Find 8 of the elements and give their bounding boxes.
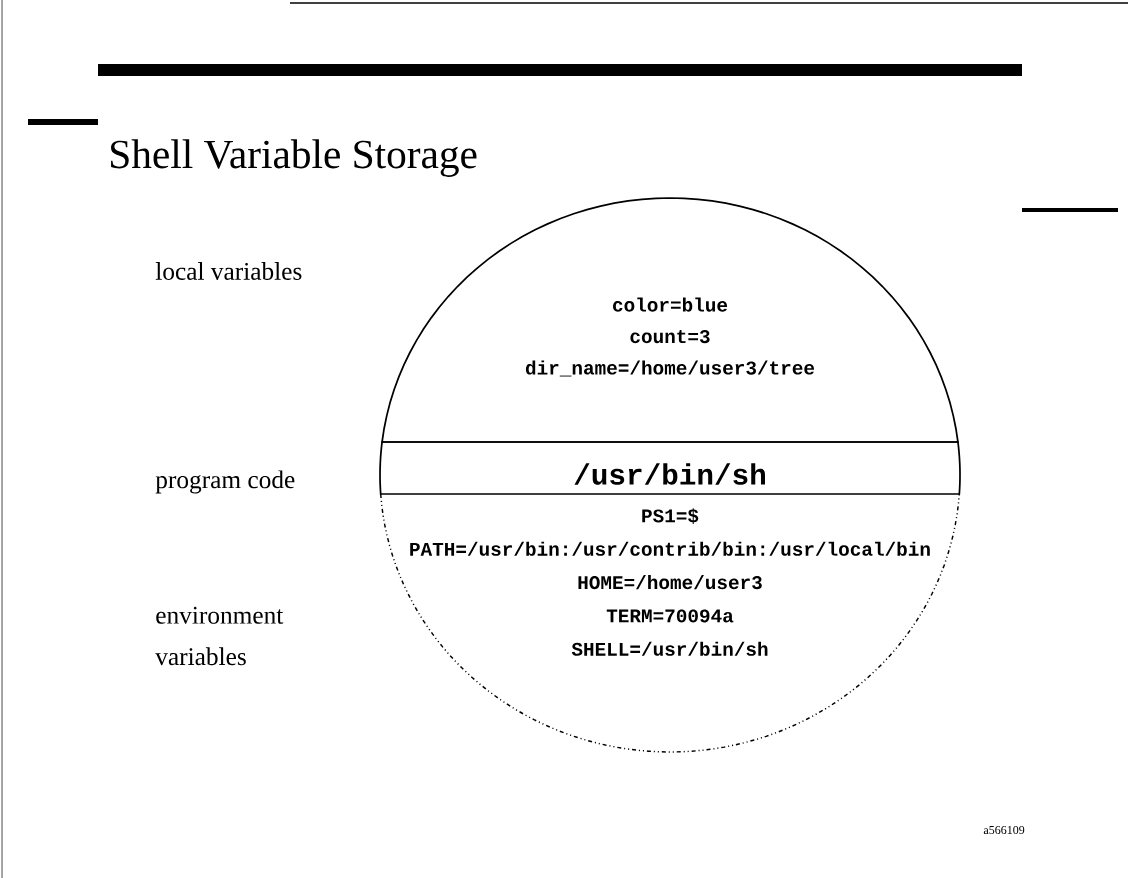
circle-segment: /usr/bin/sh — [379, 441, 961, 495]
title: Shell Variable Storage — [111, 139, 477, 177]
circle-segment: PS1=$ PATH=/usr/bin:/usr/contrib/bin:/usr/local/bin HOME=/home/user3 TERM=70094a SHELL=/usr/bin/sh — [379, 493, 961, 753]
circle-segment: color=blue count=3 dir_name=/home/user3/tree — [381, 197, 959, 443]
region-label: program code — [155, 470, 295, 494]
figure-id: a566109 — [983, 825, 1025, 835]
region-label: local variables — [155, 262, 302, 280]
region-label: environment variables — [155, 606, 284, 666]
